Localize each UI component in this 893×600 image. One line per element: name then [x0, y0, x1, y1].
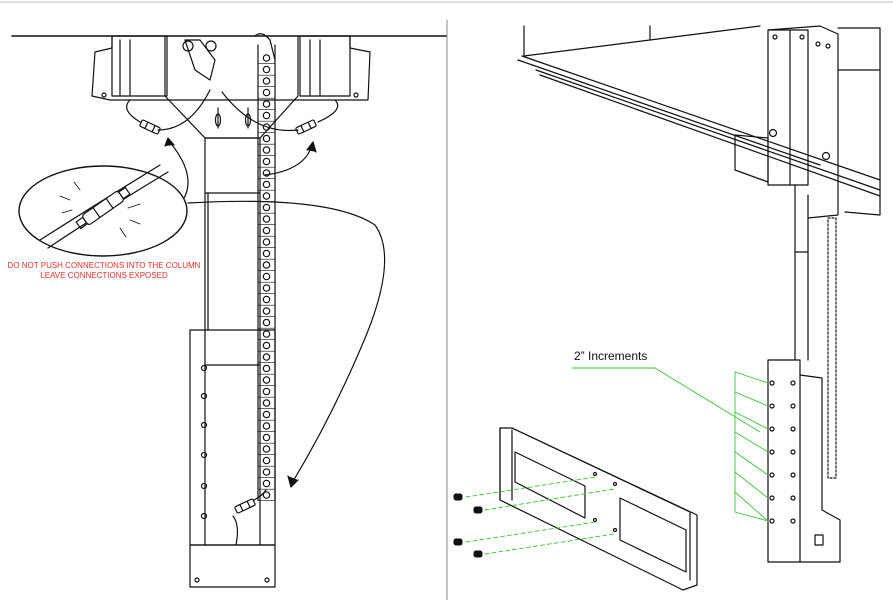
chain-link — [262, 88, 271, 97]
chain-link — [262, 192, 271, 200]
chain-link — [262, 169, 271, 177]
chain-link — [262, 261, 271, 269]
chain-link — [262, 284, 271, 292]
chain-link — [262, 295, 271, 304]
chain-link — [262, 77, 271, 85]
column-holes — [200, 364, 208, 520]
chain-link — [262, 180, 271, 189]
connector-left — [139, 119, 161, 135]
chain-link — [262, 330, 271, 338]
chain-link — [262, 422, 271, 430]
chain-link — [262, 123, 271, 131]
cabinet — [517, 25, 881, 197]
chain-link — [262, 468, 271, 476]
chain-link — [262, 157, 271, 166]
chain-link — [262, 376, 271, 384]
left-panel — [11, 33, 447, 588]
chain-link — [262, 341, 271, 350]
chain-link — [262, 146, 271, 154]
connector-bottom — [234, 498, 256, 514]
warning-line-2: LEAVE CONNECTIONS EXPOSED — [40, 271, 168, 280]
chain-link — [262, 111, 271, 120]
chain-link — [262, 226, 271, 235]
chain-link — [262, 307, 271, 315]
tv-mounting-bracket — [499, 427, 698, 591]
lift-column — [189, 137, 276, 588]
chain-link — [262, 318, 271, 327]
chain-link — [262, 238, 271, 246]
chain-link — [262, 54, 271, 62]
chain-link — [262, 399, 271, 407]
chain-link — [262, 491, 271, 499]
right-column — [734, 25, 881, 479]
right-panel — [453, 25, 881, 591]
chain-link — [262, 353, 271, 361]
chain-link — [262, 456, 271, 465]
warning-line-1: DO NOT PUSH CONNECTIONS INTO THE COLUMN — [7, 261, 201, 270]
chain-link — [262, 479, 271, 488]
connection-detail-callout — [18, 164, 188, 257]
chain-link — [262, 387, 271, 396]
chain-link — [262, 100, 271, 108]
chain-link — [262, 249, 271, 258]
chain-link — [262, 272, 271, 281]
chain-link — [262, 445, 271, 453]
chain-link — [262, 433, 271, 442]
chain-link — [262, 134, 271, 143]
chain-link — [262, 203, 271, 212]
power-cables — [126, 89, 386, 546]
increments-label: 2” Increments — [574, 349, 648, 363]
chain-link — [262, 410, 271, 419]
connector-right — [295, 119, 317, 135]
ceiling-mount-bracket — [91, 35, 371, 139]
click-lines — [59, 181, 141, 238]
column-adapter-plate — [767, 359, 841, 563]
chain-link — [262, 364, 271, 373]
cable-chain — [254, 33, 276, 502]
increments-callout — [571, 367, 769, 522]
chain-link — [262, 65, 271, 74]
screws — [453, 476, 615, 558]
chain-link — [262, 215, 271, 223]
adapter-holes — [769, 380, 796, 524]
